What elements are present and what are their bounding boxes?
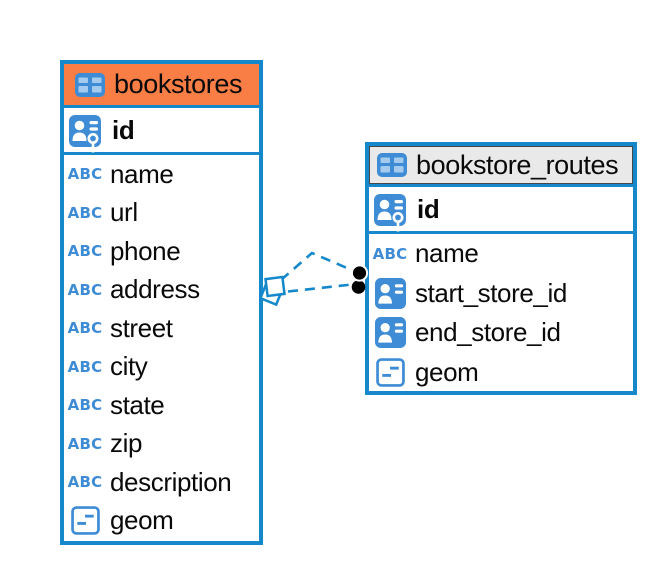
column-row-id[interactable]: id	[369, 187, 633, 234]
relationship-line-start-store[interactable]	[280, 251, 355, 281]
foreign-key-icon	[373, 278, 407, 309]
column-row-id[interactable]: id	[64, 108, 259, 155]
text-type-icon: ABC	[67, 396, 103, 415]
column-row[interactable]: geom	[64, 502, 259, 541]
column-name: city	[110, 351, 148, 382]
column-name: id	[417, 193, 440, 224]
text-type-icon: ABC	[67, 165, 103, 184]
primary-key-icon	[68, 115, 102, 145]
column-list: ABC name ABC url ABC phone ABC address A…	[64, 155, 259, 540]
column-row[interactable]: start_store_id	[369, 274, 633, 314]
column-name: geom	[415, 356, 479, 387]
text-type-icon: ABC	[67, 357, 103, 376]
column-name: end_store_id	[415, 317, 561, 348]
column-name: address	[110, 274, 200, 305]
column-row[interactable]: ABC street	[64, 309, 259, 348]
column-row[interactable]: geom	[369, 353, 633, 393]
table-icon	[377, 153, 407, 177]
column-name: description	[110, 466, 232, 497]
column-list: ABC name start_store_id end_store_id geo…	[369, 234, 633, 392]
foreign-key-icon	[373, 317, 407, 348]
primary-key-icon	[373, 194, 407, 224]
text-type-icon: ABC	[67, 280, 103, 299]
column-name: street	[110, 312, 173, 343]
text-type-icon: ABC	[372, 244, 408, 263]
column-name: start_store_id	[415, 277, 567, 308]
text-type-icon: ABC	[67, 203, 103, 222]
column-name: geom	[110, 505, 174, 536]
column-name: id	[112, 114, 135, 145]
column-name: name	[415, 238, 479, 269]
column-name: zip	[110, 428, 143, 459]
text-type-icon: ABC	[67, 434, 103, 453]
column-row[interactable]: ABC url	[64, 194, 259, 233]
column-row[interactable]: ABC city	[64, 348, 259, 387]
text-type-icon: ABC	[67, 473, 103, 492]
table-header-bookstore-routes[interactable]: bookstore_routes	[369, 146, 633, 187]
geometry-type-icon	[68, 506, 102, 535]
relationship-line-end-store[interactable]	[287, 283, 353, 293]
column-row[interactable]: ABC phone	[64, 232, 259, 271]
column-row[interactable]: ABC state	[64, 386, 259, 425]
table-icon	[75, 73, 105, 97]
column-row[interactable]: ABC zip	[64, 425, 259, 464]
column-row[interactable]: end_store_id	[369, 313, 633, 353]
table-bookstores[interactable]: bookstores id ABC name ABC url ABC phone…	[60, 60, 263, 545]
table-title: bookstores	[114, 69, 243, 99]
text-type-icon: ABC	[67, 242, 103, 261]
geometry-type-icon	[373, 358, 407, 387]
column-row[interactable]: ABC name	[369, 234, 633, 274]
column-row[interactable]: ABC name	[64, 155, 259, 194]
table-header-bookstores[interactable]: bookstores	[64, 64, 259, 108]
column-name: state	[110, 389, 165, 420]
column-row[interactable]: ABC description	[64, 463, 259, 502]
column-name: phone	[110, 235, 181, 266]
text-type-icon: ABC	[67, 319, 103, 338]
column-name: name	[110, 158, 174, 189]
table-bookstore-routes[interactable]: bookstore_routes id ABC name start_store…	[365, 142, 637, 395]
column-name: url	[110, 197, 138, 228]
table-title: bookstore_routes	[416, 149, 619, 180]
column-row[interactable]: ABC address	[64, 271, 259, 310]
many-end-connector[interactable]	[258, 275, 286, 307]
